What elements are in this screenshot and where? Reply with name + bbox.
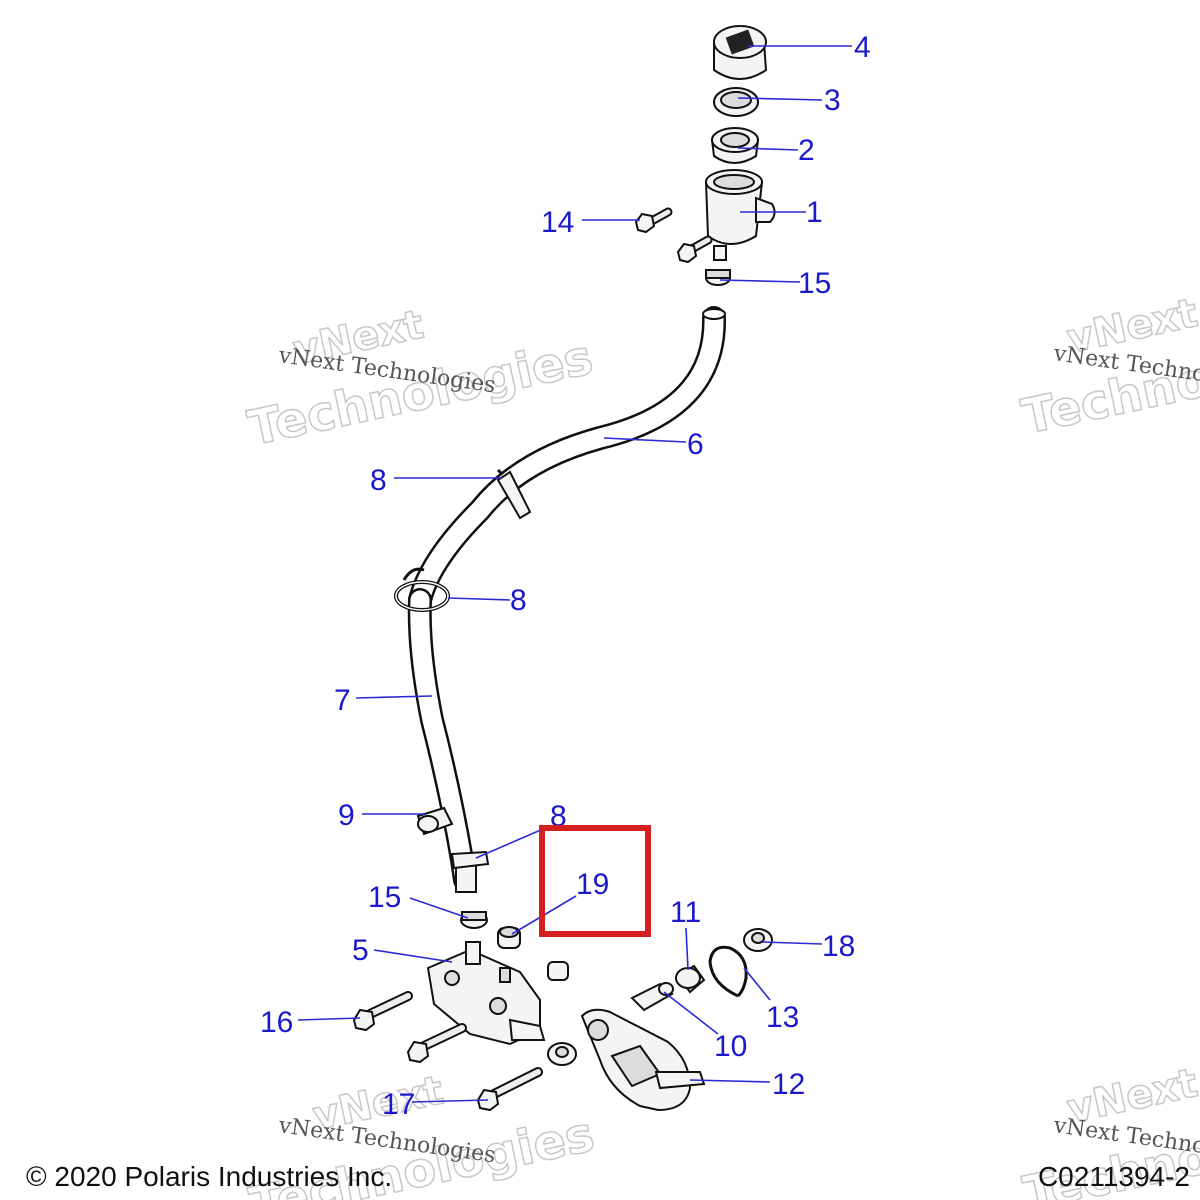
- callout-14[interactable]: 14: [541, 206, 574, 239]
- figure-id: C0211394-2: [1038, 1161, 1190, 1192]
- part-6-upper-hose: [408, 306, 727, 612]
- part-16-bolt-second: [406, 1023, 467, 1064]
- part-bushing-small: [547, 961, 569, 981]
- part-14-bolt-second: [676, 235, 713, 264]
- callout-5[interactable]: 5: [352, 934, 369, 967]
- part-13-spring: [708, 945, 748, 998]
- highlight-box-19: [539, 825, 651, 937]
- callout-16[interactable]: 16: [260, 1006, 293, 1039]
- part-pedal-bushing: [547, 1042, 577, 1066]
- part-7-lower-hose: [407, 588, 477, 893]
- part-5-master-cylinder: [426, 941, 546, 1046]
- part-1-reservoir: [704, 169, 776, 261]
- callout-2[interactable]: 2: [798, 134, 815, 167]
- part-9-clip: [416, 806, 454, 836]
- callout-12[interactable]: 12: [772, 1068, 805, 1101]
- part-15-clamp-top: [705, 269, 731, 286]
- callout-8-upper[interactable]: 8: [370, 464, 387, 497]
- part-10-pin: [630, 982, 674, 1012]
- callout-4[interactable]: 4: [854, 31, 871, 64]
- callout-numbers: 4 3 2 1 14 15 6 8 8 7 9 8 15 19 5 16 17 …: [260, 31, 871, 1121]
- callout-1[interactable]: 1: [806, 196, 823, 229]
- callout-3[interactable]: 3: [824, 84, 841, 117]
- callout-15-lower[interactable]: 15: [368, 881, 401, 914]
- callout-17[interactable]: 17: [382, 1088, 415, 1121]
- callout-10[interactable]: 10: [714, 1030, 747, 1063]
- part-11-boot: [675, 964, 706, 994]
- part-15-clamp-lower: [460, 911, 488, 929]
- part-14-bolt: [634, 207, 673, 234]
- part-12-pedal: [580, 1008, 706, 1112]
- part-4-reservoir-cap: [713, 25, 768, 80]
- part-3-diaphragm-plate: [713, 87, 759, 117]
- callout-7[interactable]: 7: [334, 684, 351, 717]
- part-8-loop-clamp: [394, 567, 450, 612]
- copyright-text: © 2020 Polaris Industries Inc.: [26, 1161, 392, 1192]
- callout-8-loop[interactable]: 8: [510, 584, 527, 617]
- part-19-bushing: [497, 926, 521, 949]
- part-2-diaphragm: [710, 127, 760, 164]
- callout-13[interactable]: 13: [766, 1001, 799, 1034]
- callout-18[interactable]: 18: [822, 930, 855, 963]
- callout-11[interactable]: 11: [670, 896, 701, 929]
- callout-15-top[interactable]: 15: [798, 267, 831, 300]
- callout-8-lower[interactable]: 8: [550, 800, 567, 833]
- callout-9[interactable]: 9: [338, 799, 355, 832]
- callout-19[interactable]: 19: [576, 868, 609, 901]
- part-17-bolt: [476, 1067, 543, 1112]
- callout-6[interactable]: 6: [687, 428, 704, 461]
- part-16-bolt: [352, 991, 413, 1032]
- part-8-clamp-upper: [496, 468, 532, 520]
- part-18-bushing: [743, 928, 773, 952]
